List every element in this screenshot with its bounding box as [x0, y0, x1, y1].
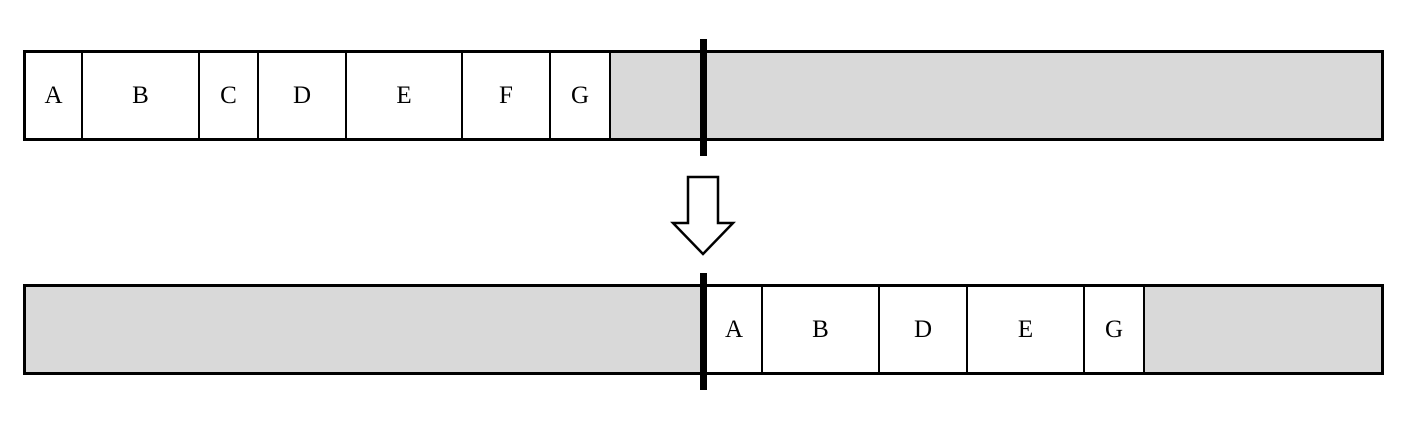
- block-label: G: [570, 82, 590, 109]
- block-label: A: [724, 316, 744, 343]
- block-label: A: [44, 82, 63, 109]
- block-label: G: [1104, 316, 1124, 343]
- block-label: B: [132, 82, 149, 109]
- block-e: E: [347, 53, 463, 138]
- region-divider-top: [700, 39, 707, 156]
- block-g: G: [551, 53, 611, 138]
- block-label: D: [913, 316, 933, 343]
- block-a: A: [26, 53, 83, 138]
- block-label: B: [812, 316, 829, 343]
- block-b: B: [763, 287, 880, 372]
- block-a: A: [707, 287, 763, 372]
- block-e: E: [968, 287, 1085, 372]
- block-label: F: [499, 82, 513, 109]
- block-d: D: [259, 53, 347, 138]
- block-d: D: [880, 287, 968, 372]
- block-f: F: [463, 53, 551, 138]
- block-label: D: [292, 82, 312, 109]
- block-label: C: [220, 82, 237, 109]
- down-arrow-icon: [670, 175, 736, 256]
- block-label: E: [396, 82, 412, 109]
- region-divider-bottom: [700, 273, 707, 390]
- block-b: B: [83, 53, 200, 138]
- block-c: C: [200, 53, 259, 138]
- block-label: E: [1017, 316, 1034, 343]
- block-g: G: [1085, 287, 1145, 372]
